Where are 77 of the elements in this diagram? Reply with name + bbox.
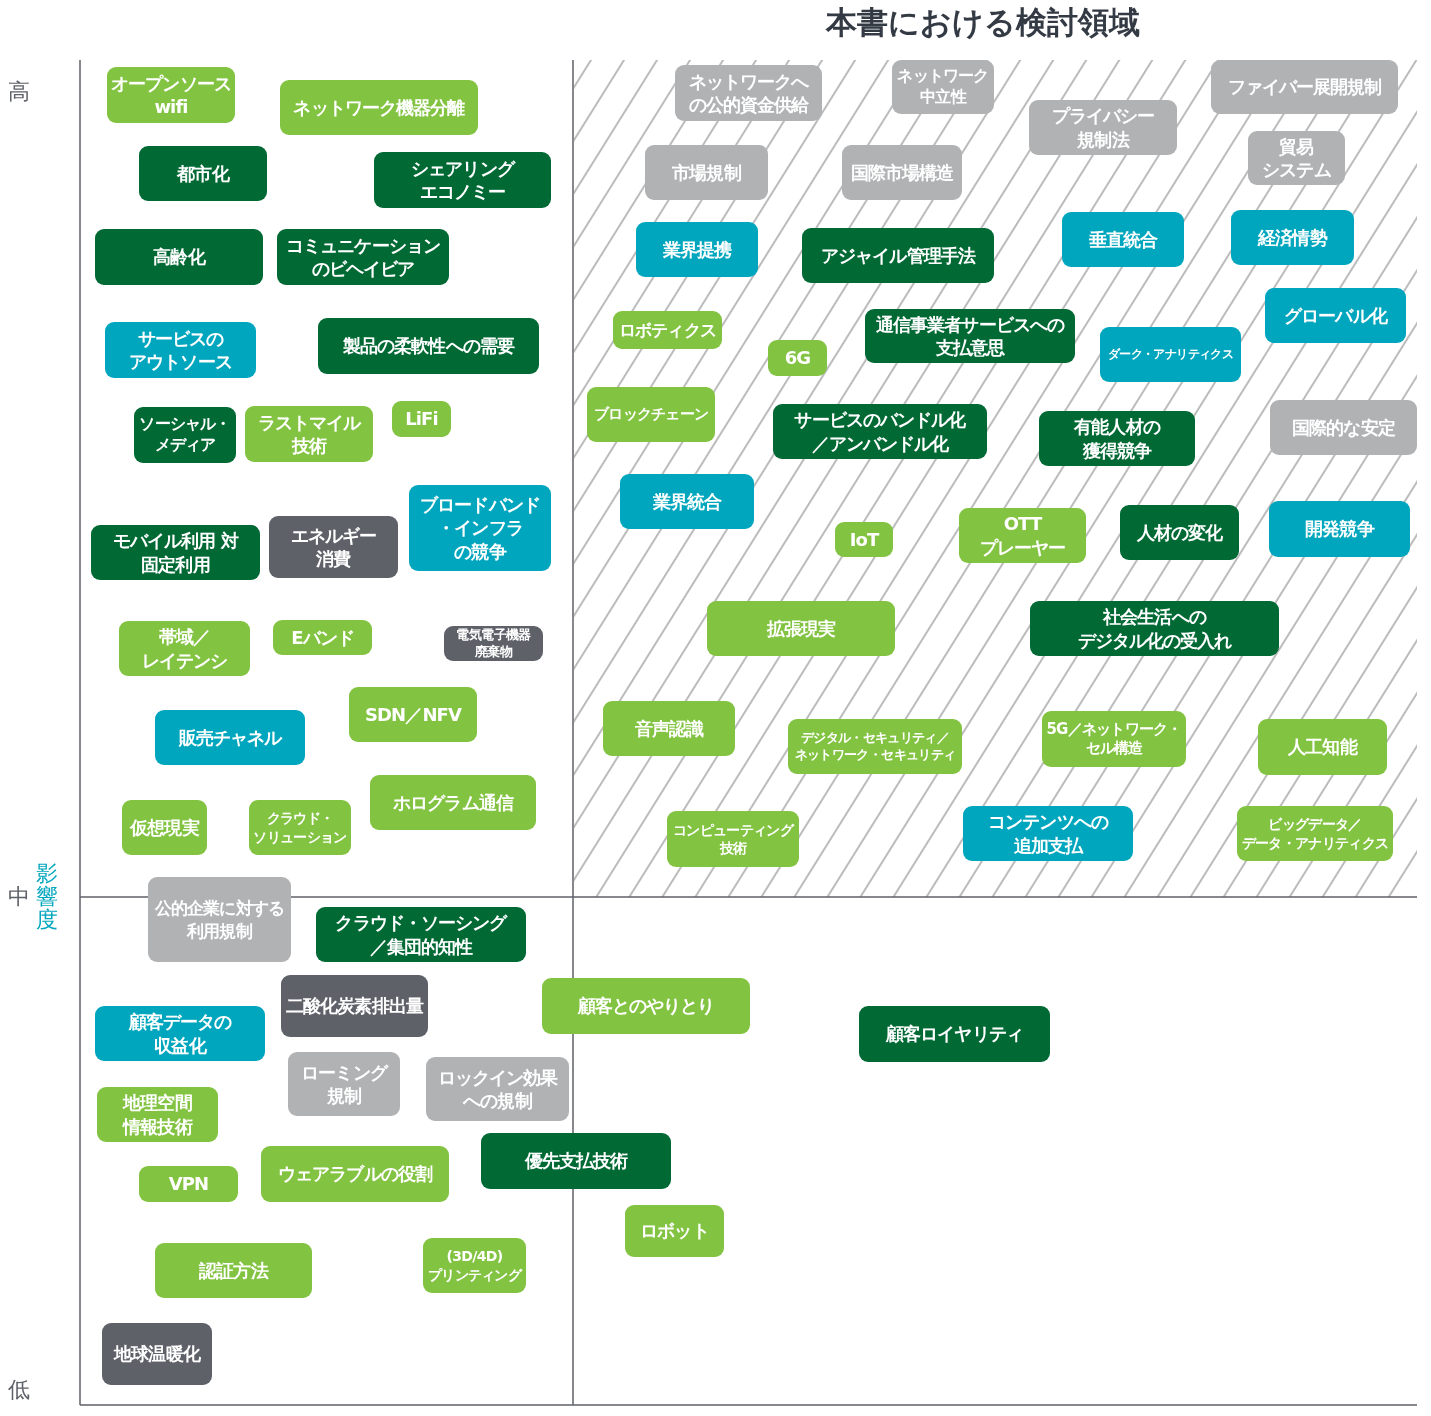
topic-tag: 音声認識: [603, 701, 735, 756]
topic-tag: 国際的な安定: [1270, 400, 1417, 455]
axis-label: 高: [8, 80, 30, 104]
topic-tag: コミュニケーションのビヘイビア: [277, 229, 449, 285]
axis-label: 低: [8, 1378, 30, 1402]
topic-tag: 経済情勢: [1231, 210, 1354, 265]
topic-tag: 有能人材の獲得競争: [1039, 411, 1195, 466]
topic-tag: 顧客データの収益化: [95, 1006, 265, 1061]
topic-tag: クラウド・ソリューション: [249, 800, 351, 855]
topic-tag: アジャイル管理手法: [802, 228, 994, 283]
title: 本書における検討領域: [826, 3, 1140, 42]
topic-tag: ロボット: [625, 1205, 724, 1257]
topic-tag: 帯域／レイテンシ: [119, 621, 250, 676]
topic-tag: LiFi: [392, 401, 451, 437]
topic-tag: ビッグデータ／データ・アナリティクス: [1237, 806, 1393, 861]
topic-tag: 地理空間情報技術: [97, 1087, 218, 1142]
topic-tag: 業界統合: [620, 474, 754, 529]
topic-tag: ネットワーク中立性: [892, 60, 994, 114]
topic-tag: ロボティクス: [613, 311, 722, 349]
topic-tag: SDN／NFV: [349, 687, 477, 742]
topic-tag: 製品の柔軟性への需要: [318, 318, 539, 374]
topic-tag: コンピューティング技術: [667, 811, 799, 867]
topic-tag: ラストマイル技術: [245, 406, 373, 462]
topic-tag: サービスのバンドル化／アンバンドル化: [773, 404, 987, 459]
topic-tag: 高齢化: [95, 229, 263, 285]
topic-tag: 垂直統合: [1062, 212, 1184, 267]
topic-tag: OTTプレーヤー: [959, 508, 1086, 563]
topic-tag: ブロードバンド・インフラの競争: [409, 485, 551, 571]
topic-tag: プライバシー規制法: [1029, 100, 1177, 155]
topic-tag: 販売チャネル: [155, 710, 305, 765]
topic-tag: Eバンド: [273, 620, 372, 655]
topic-tag: 優先支払技術: [481, 1133, 671, 1189]
topic-tag: コンテンツへの追加支払: [963, 806, 1133, 861]
topic-tag: ネットワーク機器分離: [280, 80, 478, 135]
topic-tag: 仮想現実: [122, 800, 207, 855]
topic-tag: 貿易システム: [1248, 131, 1345, 185]
topic-tag: VPN: [139, 1166, 238, 1202]
topic-tag: 5G／ネットワーク・セル構造: [1042, 711, 1186, 767]
topic-tag: ローミング規制: [288, 1052, 400, 1116]
topic-tag: ブロックチェーン: [587, 387, 715, 442]
topic-tag: 社会生活へのデジタル化の受入れ: [1030, 601, 1279, 656]
topic-tag: ファイバー展開規制: [1211, 60, 1398, 114]
topic-tag: 都市化: [139, 146, 267, 201]
topic-tag: IoT: [835, 522, 893, 557]
topic-tag: (3D/4D)プリンティング: [423, 1238, 526, 1293]
topic-tag: 市場規制: [645, 145, 768, 200]
topic-tag: 人材の変化: [1120, 505, 1239, 560]
topic-tag: ネットワークへの公的資金供給: [675, 65, 822, 121]
topic-tag: 通信事業者サービスへの支払意思: [865, 309, 1075, 363]
topic-tag: モバイル利用 対固定利用: [91, 525, 260, 580]
topic-tag: ウェアラブルの役割: [261, 1146, 449, 1202]
topic-tag: グローバル化: [1265, 288, 1406, 343]
topic-tag: ソーシャル・メディア: [134, 407, 236, 463]
axis-label: 中: [8, 885, 30, 909]
topic-tag: 顧客ロイヤリティ: [859, 1006, 1050, 1062]
topic-tag: クラウド・ソーシング／集団的知性: [316, 907, 526, 962]
topic-tag: 開発競争: [1269, 501, 1410, 557]
topic-tag: 電気電子機器廃棄物: [444, 626, 543, 661]
topic-tag: 人工知能: [1258, 719, 1387, 775]
topic-tag: ダーク・アナリティクス: [1100, 327, 1241, 382]
topic-tag: 国際市場構造: [842, 145, 962, 200]
topic-tag: 6G: [768, 340, 827, 376]
topic-tag: サービスのアウトソース: [105, 322, 256, 378]
topic-tag: 拡張現実: [707, 601, 895, 656]
topic-tag: 公的企業に対する利用規制: [148, 877, 291, 962]
topic-tag: エネルギー消費: [269, 516, 398, 578]
axis-label: 影響度: [36, 862, 59, 932]
topic-tag: オープンソースwifi: [107, 67, 235, 123]
topic-tag: ロックイン効果への規制: [426, 1057, 569, 1121]
topic-tag: 業界提携: [636, 222, 758, 277]
topic-tag: 認証方法: [155, 1243, 312, 1298]
topic-tag: 二酸化炭素排出量: [281, 975, 428, 1037]
topic-tag: シェアリングエコノミー: [374, 152, 551, 208]
topic-tag: 地球温暖化: [102, 1323, 212, 1385]
topic-tag: デジタル・セキュリティ／ネットワーク・セキュリティ: [788, 719, 962, 774]
topic-tag: 顧客とのやりとり: [542, 978, 750, 1034]
topic-tag: ホログラム通信: [370, 775, 536, 830]
